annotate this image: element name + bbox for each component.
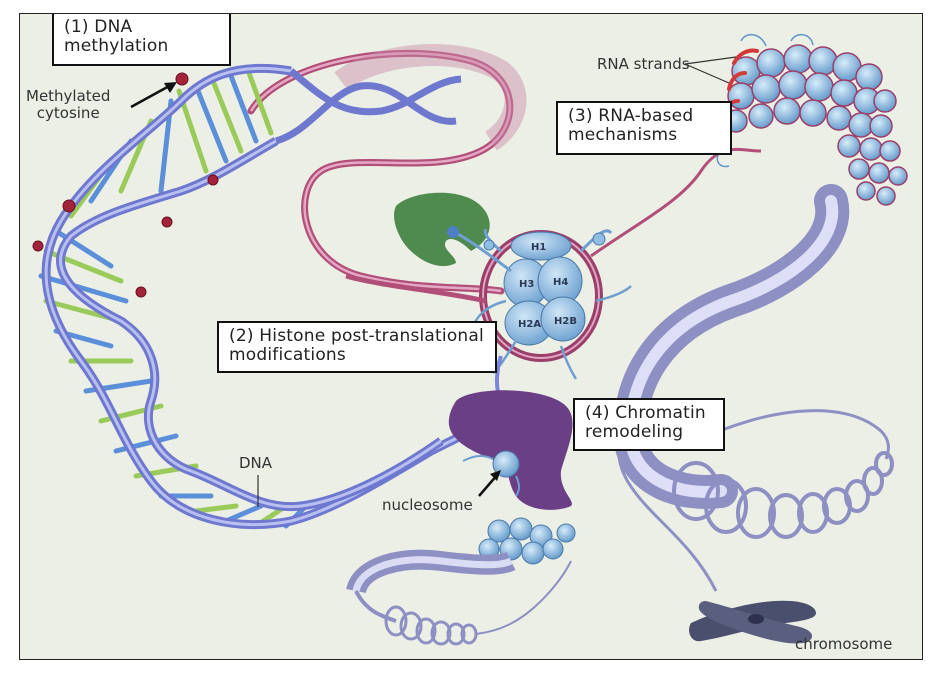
methyl-groups xyxy=(32,72,219,298)
chromatin-fiber-top xyxy=(247,43,527,295)
diagram-frame: H1 H3 H4 H2A H2B xyxy=(19,13,923,660)
remodeler-protein-shape xyxy=(448,390,573,510)
rna-strands-label: RNA strands xyxy=(597,55,690,73)
epigenetics-illustration: H1 H3 H4 H2A H2B xyxy=(32,33,908,646)
green-enzyme-shape xyxy=(394,192,490,267)
right-chromatin-tube xyxy=(613,184,894,592)
callout-rna-mechanisms: (3) RNA-based mechanisms xyxy=(556,101,732,155)
histone-h1-label: H1 xyxy=(531,242,546,253)
callout-histone-line2: modifications xyxy=(229,345,346,365)
chromosome-label: chromosome xyxy=(795,635,893,653)
callout-chromatin-remodeling: (4) Chromatin remodeling xyxy=(573,398,725,451)
histone-h4-label: H4 xyxy=(553,277,568,288)
methylated-line1: Methylated xyxy=(26,87,111,105)
methylated-cytosine-label: Methylated cytosine xyxy=(26,88,110,122)
callout-chromatin-line1: (4) Chromatin xyxy=(585,403,706,423)
lower-chromatin-tube xyxy=(346,549,572,646)
callout-histone-line1: (2) Histone post-translational xyxy=(229,326,484,346)
lower-bead-cluster xyxy=(478,517,576,565)
histone-h3-label: H3 xyxy=(519,279,534,290)
callout-chromatin-line2: remodeling xyxy=(585,422,684,442)
methylated-line2: cytosine xyxy=(36,104,100,122)
callout-dna-methylation-line1: (1) DNA xyxy=(64,17,133,37)
dna-double-helix xyxy=(38,63,474,530)
histone-h2a-label: H2A xyxy=(518,319,541,330)
nucleosome-label: nucleosome xyxy=(382,496,473,514)
callout-histone-modifications: (2) Histone post-translational modificat… xyxy=(217,321,497,373)
callout-rna-line2: mechanisms xyxy=(568,125,678,145)
small-nucleosome xyxy=(462,450,520,497)
callout-rna-line1: (3) RNA-based xyxy=(568,106,694,126)
chromosome-shape xyxy=(689,600,816,644)
histone-h2b-label: H2B xyxy=(554,316,577,327)
callout-dna-methylation: (1) DNA methylation xyxy=(52,14,231,66)
dna-label: DNA xyxy=(239,454,273,472)
callout-dna-methylation-line2: methylation xyxy=(64,36,169,56)
rna-bead-cluster xyxy=(724,44,908,206)
